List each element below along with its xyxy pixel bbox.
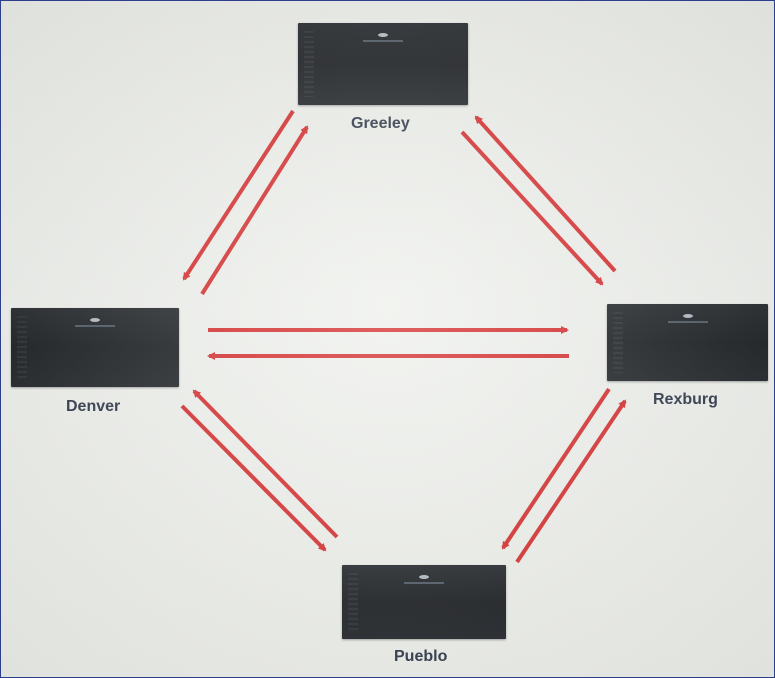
arrow-pueblo-to-denver <box>192 389 339 539</box>
node-label-denver: Denver <box>66 398 121 415</box>
server-logo-bar <box>363 40 403 42</box>
server-logo-icon <box>682 314 693 318</box>
server-logo-icon <box>419 575 429 579</box>
node-label-rexburg: Rexburg <box>653 391 718 408</box>
server-denver-icon <box>11 308 179 387</box>
server-logo-bar <box>667 321 708 323</box>
server-pueblo-icon <box>342 565 506 639</box>
arrow-rexburg-to-pueblo <box>501 387 611 550</box>
server-logo-icon <box>378 33 388 37</box>
arrow-greeley-to-denver <box>182 109 295 281</box>
node-label-pueblo: Pueblo <box>394 648 448 665</box>
arrow-greeley-to-rexburg <box>460 130 604 286</box>
server-logo-icon <box>90 318 100 322</box>
arrow-denver-to-pueblo <box>180 404 327 552</box>
arrow-pueblo-to-rexburg <box>515 399 627 564</box>
server-greeley-icon <box>298 23 468 105</box>
arrow-rexburg-to-greeley <box>474 115 617 273</box>
arrow-denver-to-greeley <box>200 125 309 296</box>
server-logo-bar <box>75 325 115 327</box>
server-rexburg-icon <box>607 304 768 381</box>
node-label-greeley: Greeley <box>351 115 410 132</box>
server-logo-bar <box>404 582 444 584</box>
